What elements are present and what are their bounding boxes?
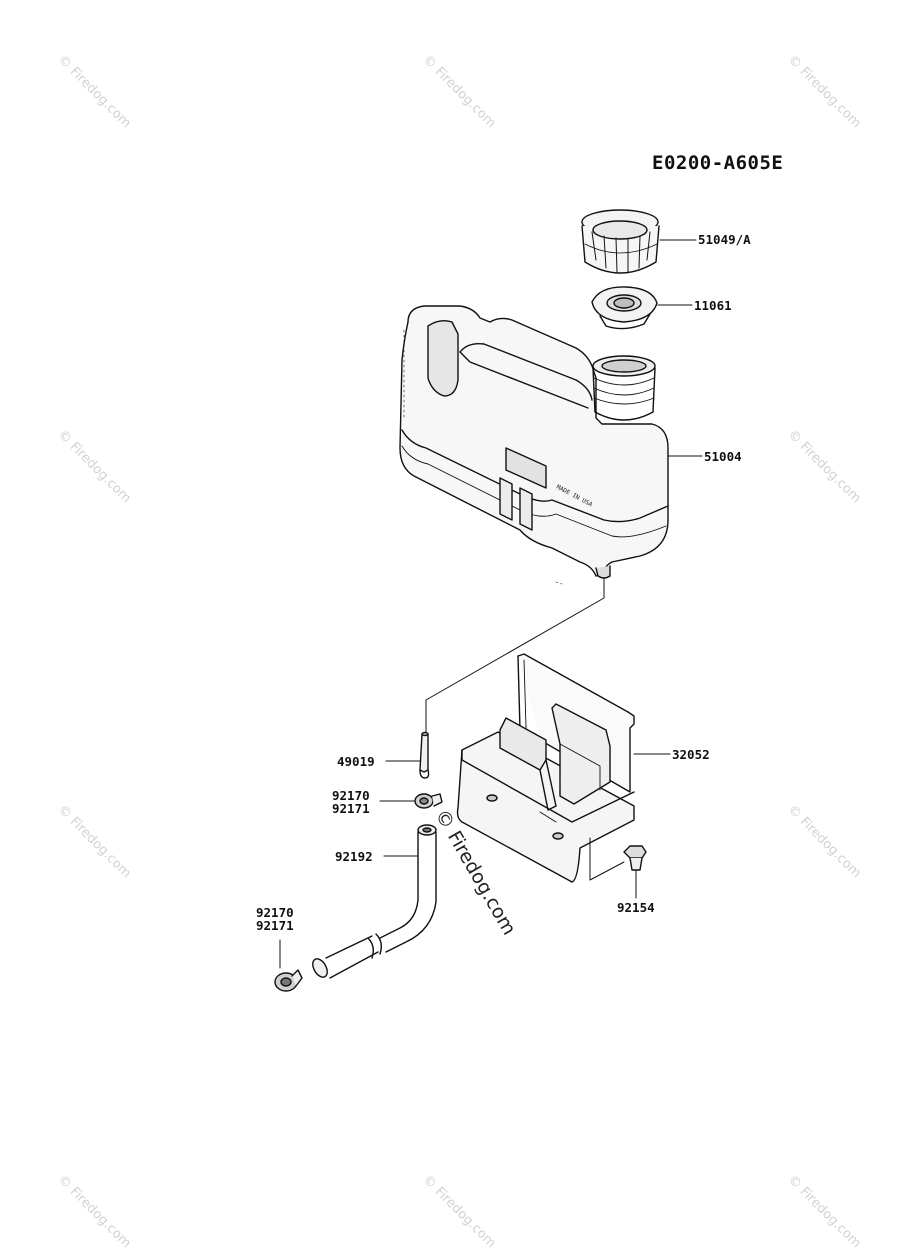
part-label-11061[interactable]: 11061 <box>694 298 732 313</box>
hose-clamp-upper[interactable] <box>414 793 443 809</box>
fuel-tank[interactable]: MADE IN USA <box>399 305 669 579</box>
exploded-parts-diagram: MADE IN USA <box>274 209 703 992</box>
fuel-cap[interactable] <box>581 209 660 274</box>
leader-lines <box>279 239 703 969</box>
part-label-32052[interactable]: 32052 <box>672 747 710 762</box>
part-label-92192[interactable]: 92192 <box>335 849 373 864</box>
cap-gasket[interactable] <box>591 286 658 330</box>
part-label-92170-upper[interactable]: 92170 <box>332 788 370 803</box>
part-label-51049[interactable]: 51049/A <box>698 232 751 247</box>
pin[interactable] <box>419 731 430 779</box>
tank-bracket[interactable] <box>456 653 635 883</box>
part-label-92154[interactable]: 92154 <box>617 900 655 915</box>
diagram-code: E0200-A605E <box>652 152 784 174</box>
guide-lines <box>403 329 563 585</box>
part-label-92171-upper[interactable]: 92171 <box>332 801 370 816</box>
fuel-hose[interactable] <box>310 824 437 980</box>
part-label-51004[interactable]: 51004 <box>704 449 742 464</box>
part-label-92170-lower[interactable]: 92170 <box>256 905 294 920</box>
part-label-92171-lower[interactable]: 92171 <box>256 918 294 933</box>
bolt[interactable] <box>623 845 647 871</box>
part-label-49019[interactable]: 49019 <box>337 754 375 769</box>
hose-clamp-lower[interactable] <box>274 969 303 992</box>
